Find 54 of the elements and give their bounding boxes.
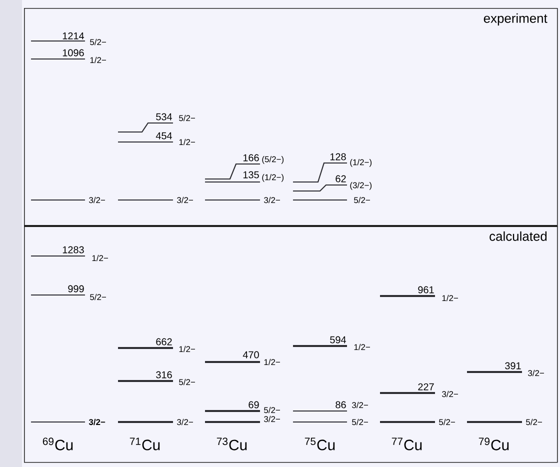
spin-label: (1/2−)	[350, 159, 372, 167]
isotope-label: $^{69}$Cu	[42, 438, 73, 450]
spin-label: 5/2−	[179, 378, 195, 386]
energy-label: 62	[336, 175, 346, 182]
spin-label: 3/2−	[177, 418, 193, 426]
energy-label: 86	[336, 401, 346, 408]
spin-label: 1/2−	[442, 294, 458, 302]
energy-label: 69	[248, 401, 259, 408]
spin-label: (1/2−)	[262, 174, 284, 182]
spin-label: 5/2−	[90, 294, 106, 300]
isotope-label: $^{75}$Cu	[304, 438, 335, 450]
energy-label: 1096	[62, 49, 84, 56]
energy-label: 454	[156, 132, 172, 140]
energy-label: 135	[243, 171, 259, 178]
spin-label: 3/2−	[528, 370, 544, 376]
isotope-label: $^{71}$Cu	[130, 438, 160, 450]
energy-label: 470	[242, 351, 259, 358]
energy-label: 961	[418, 286, 434, 294]
spin-label: 3/2−	[264, 416, 280, 422]
energy-label: 316	[156, 371, 172, 378]
spin-label: 1/2−	[354, 344, 370, 350]
isotope-label: $^{77}$Cu	[392, 438, 422, 450]
energy-label: 534	[156, 113, 172, 120]
energy-label: 1283	[62, 246, 84, 254]
spin-label: 3/2−	[352, 402, 368, 408]
spin-label: 5/2−	[526, 418, 542, 426]
spin-label: (5/2−)	[262, 156, 284, 164]
spin-label: 3/2−	[264, 196, 280, 204]
spin-label: 3/2−	[88, 418, 106, 426]
energy-label: 1214	[62, 32, 84, 40]
spin-label: 1/2−	[179, 138, 195, 146]
spin-label: 5/2−	[90, 38, 106, 46]
energy-label: 662	[156, 338, 172, 346]
energy-label: 128	[330, 153, 346, 160]
energy-label: 227	[418, 383, 434, 390]
spin-label: 5/2−	[179, 114, 195, 122]
spin-label: 1/2−	[264, 358, 280, 366]
energy-label: 594	[330, 336, 346, 344]
spin-label: 1/2−	[179, 346, 195, 352]
spin-label: 3/2−	[442, 390, 458, 398]
spin-label: 3/2−	[177, 196, 193, 204]
energy-label: 166	[243, 154, 259, 162]
spin-label: 5/2−	[439, 418, 455, 426]
spin-label: 3/2−	[89, 196, 105, 204]
spin-label: 1/2−	[92, 254, 108, 262]
spin-label: (3/2−)	[350, 182, 372, 190]
spin-label: 5/2−	[264, 406, 280, 414]
isotope-label: $^{79}$Cu	[478, 438, 509, 450]
energy-label: 999	[68, 285, 84, 292]
isotope-label: $^{73}$Cu	[216, 438, 247, 450]
spin-label: 5/2−	[352, 418, 368, 426]
spin-label: 1/2−	[90, 56, 106, 64]
spin-label: 5/2−	[354, 196, 370, 204]
energy-label: 391	[505, 362, 521, 370]
